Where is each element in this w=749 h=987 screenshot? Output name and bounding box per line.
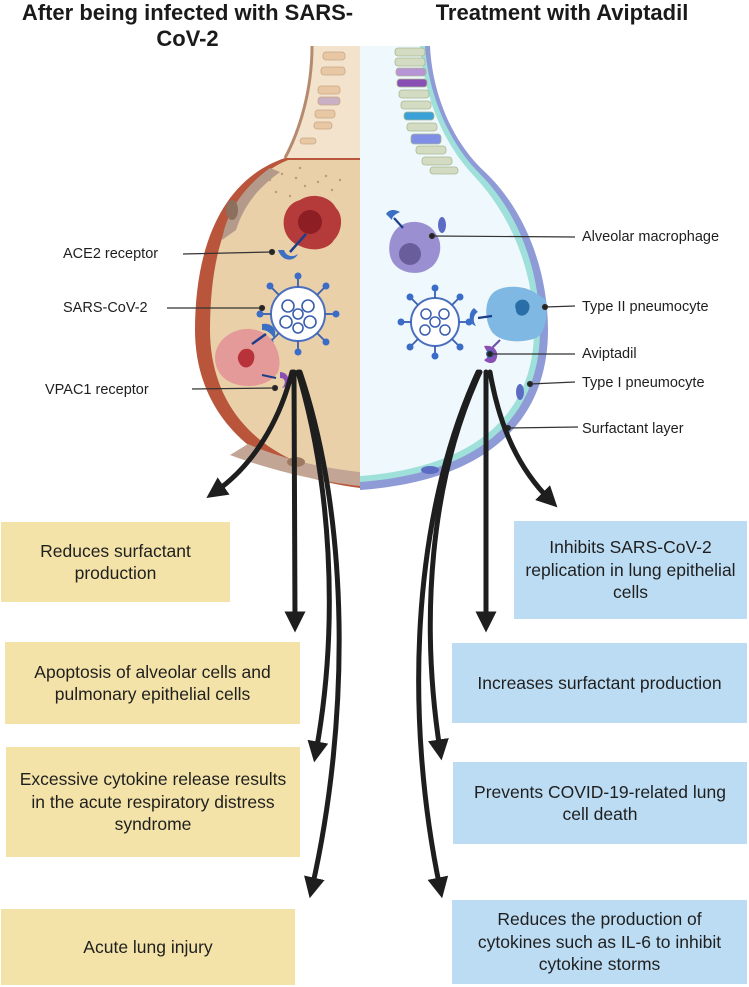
label-aviptadil: Aviptadil <box>582 346 637 362</box>
ace2-receptor-icon <box>278 250 298 260</box>
arrow-to-reduces-cytokines <box>416 369 481 899</box>
arrow-to-apoptosis <box>284 369 306 633</box>
title-infected: After being infected with SARS-CoV-2 <box>21 0 354 51</box>
right-arrows <box>416 369 558 899</box>
infected-cell <box>278 195 342 260</box>
infected-alveolus <box>195 45 360 488</box>
outcome-reduces-surfactant: Reduces surfactant production <box>1 522 230 602</box>
outcome-reduces-cytokines: Reduces the production of cytokines such… <box>452 900 747 984</box>
outcome-apoptosis: Apoptosis of alveolar cells and pulmonar… <box>5 642 300 724</box>
label-vpac1-receptor: VPAC1 receptor <box>45 382 149 398</box>
label-alveolar-macrophage: Alveolar macrophage <box>582 229 720 245</box>
right-leader-lines <box>428 232 579 432</box>
type-ii-pneumocyte-icon <box>469 286 547 349</box>
label-ace2-receptor: ACE2 receptor <box>63 246 159 262</box>
title-treatment: Treatment with Aviptadil <box>435 0 689 25</box>
arrow-to-cytokine-release <box>295 369 332 763</box>
outcome-cytokine-release: Excessive cytokine release results in th… <box>6 747 300 857</box>
left-arrows <box>206 369 342 899</box>
outcome-increases-surfactant: Increases surfactant production <box>452 643 747 723</box>
label-sars-cov-2: SARS-CoV-2 <box>63 300 148 316</box>
arrow-to-inhibits-replication <box>487 369 558 508</box>
label-type-ii-pneumocyte: Type II pneumocyte <box>582 299 709 315</box>
arrow-to-reduces-surfactant <box>206 369 295 498</box>
sars-cov-2-virus-right-icon <box>397 284 473 360</box>
outcome-prevents-cell-death: Prevents COVID-19-related lung cell deat… <box>453 762 747 844</box>
alveolar-macrophage-icon <box>386 210 441 273</box>
injured-cell <box>215 323 289 388</box>
outcome-inhibits-replication: Inhibits SARS-CoV-2 replication in lung … <box>514 521 747 619</box>
arrow-to-lung-injury <box>297 369 342 899</box>
left-leader-lines <box>167 248 279 392</box>
outcome-acute-lung-injury: Acute lung injury <box>1 909 295 985</box>
label-type-i-pneumocyte: Type I pneumocyte <box>582 375 705 391</box>
treated-alveolus <box>360 46 548 490</box>
label-surfactant-layer: Surfactant layer <box>582 421 684 437</box>
